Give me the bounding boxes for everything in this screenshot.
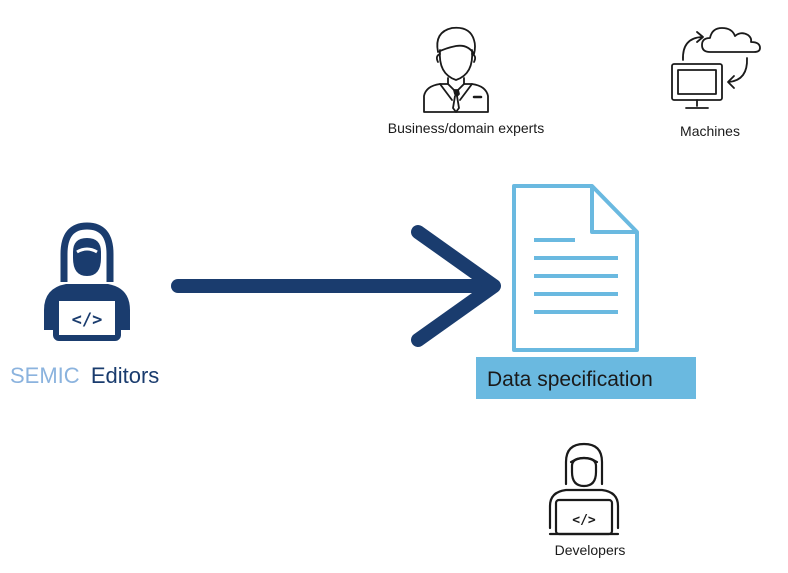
computer-cloud-sync-icon [671, 27, 761, 109]
editors-label-editors: Editors [91, 363, 159, 388]
business-experts-label: Business/domain experts [388, 120, 544, 136]
right-arrow [171, 225, 501, 347]
document-icon [512, 184, 639, 352]
data-specification-box: Data specification [476, 357, 696, 399]
semic-editor-icon: </> [44, 222, 130, 341]
code-glyph: </> [572, 513, 596, 528]
developers-label: Developers [555, 542, 626, 558]
editors-label: SEMIC Editors [10, 363, 159, 388]
data-specification-label: Data specification [487, 368, 653, 391]
machines-label: Machines [680, 123, 740, 139]
editors-label-semic: SEMIC [10, 363, 80, 388]
businessman-icon [423, 26, 489, 113]
svg-text:</>: </> [72, 310, 103, 330]
developer-with-laptop-icon [548, 442, 620, 536]
